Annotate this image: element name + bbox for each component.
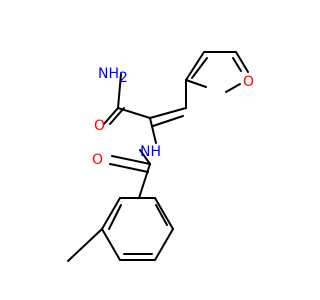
bond [191,57,208,79]
furan-ring [185,51,249,93]
toluene-ring [101,197,174,261]
atom-label-nh2: NH 2 [98,66,128,86]
nh2-label: NH [98,66,119,82]
bond [185,79,207,88]
bond [235,51,249,73]
bond [154,197,174,230]
bond [152,115,184,127]
bond [101,197,121,230]
amide-oxygen-label: O [94,118,105,134]
bond [225,83,241,93]
bond [138,163,151,199]
bond [101,228,121,261]
amide-nh-label: NH [140,144,161,160]
bond [109,107,125,125]
nh2-subscript: 2 [119,70,128,86]
bond [232,57,242,72]
bond [117,73,122,109]
bond [111,155,151,165]
bond [149,117,157,144]
bond [185,51,205,81]
molecule-structure: NH 2 O NH O O [67,51,254,262]
bond [154,228,174,261]
bond [149,107,187,119]
bond [139,149,151,165]
furan-oxygen-label: O [243,74,254,90]
methyl-bond [67,228,103,262]
bond [155,204,168,226]
bond [109,163,149,173]
bond [103,107,119,125]
bond [108,204,122,230]
benzoyl-oxygen-label: O [92,152,103,168]
